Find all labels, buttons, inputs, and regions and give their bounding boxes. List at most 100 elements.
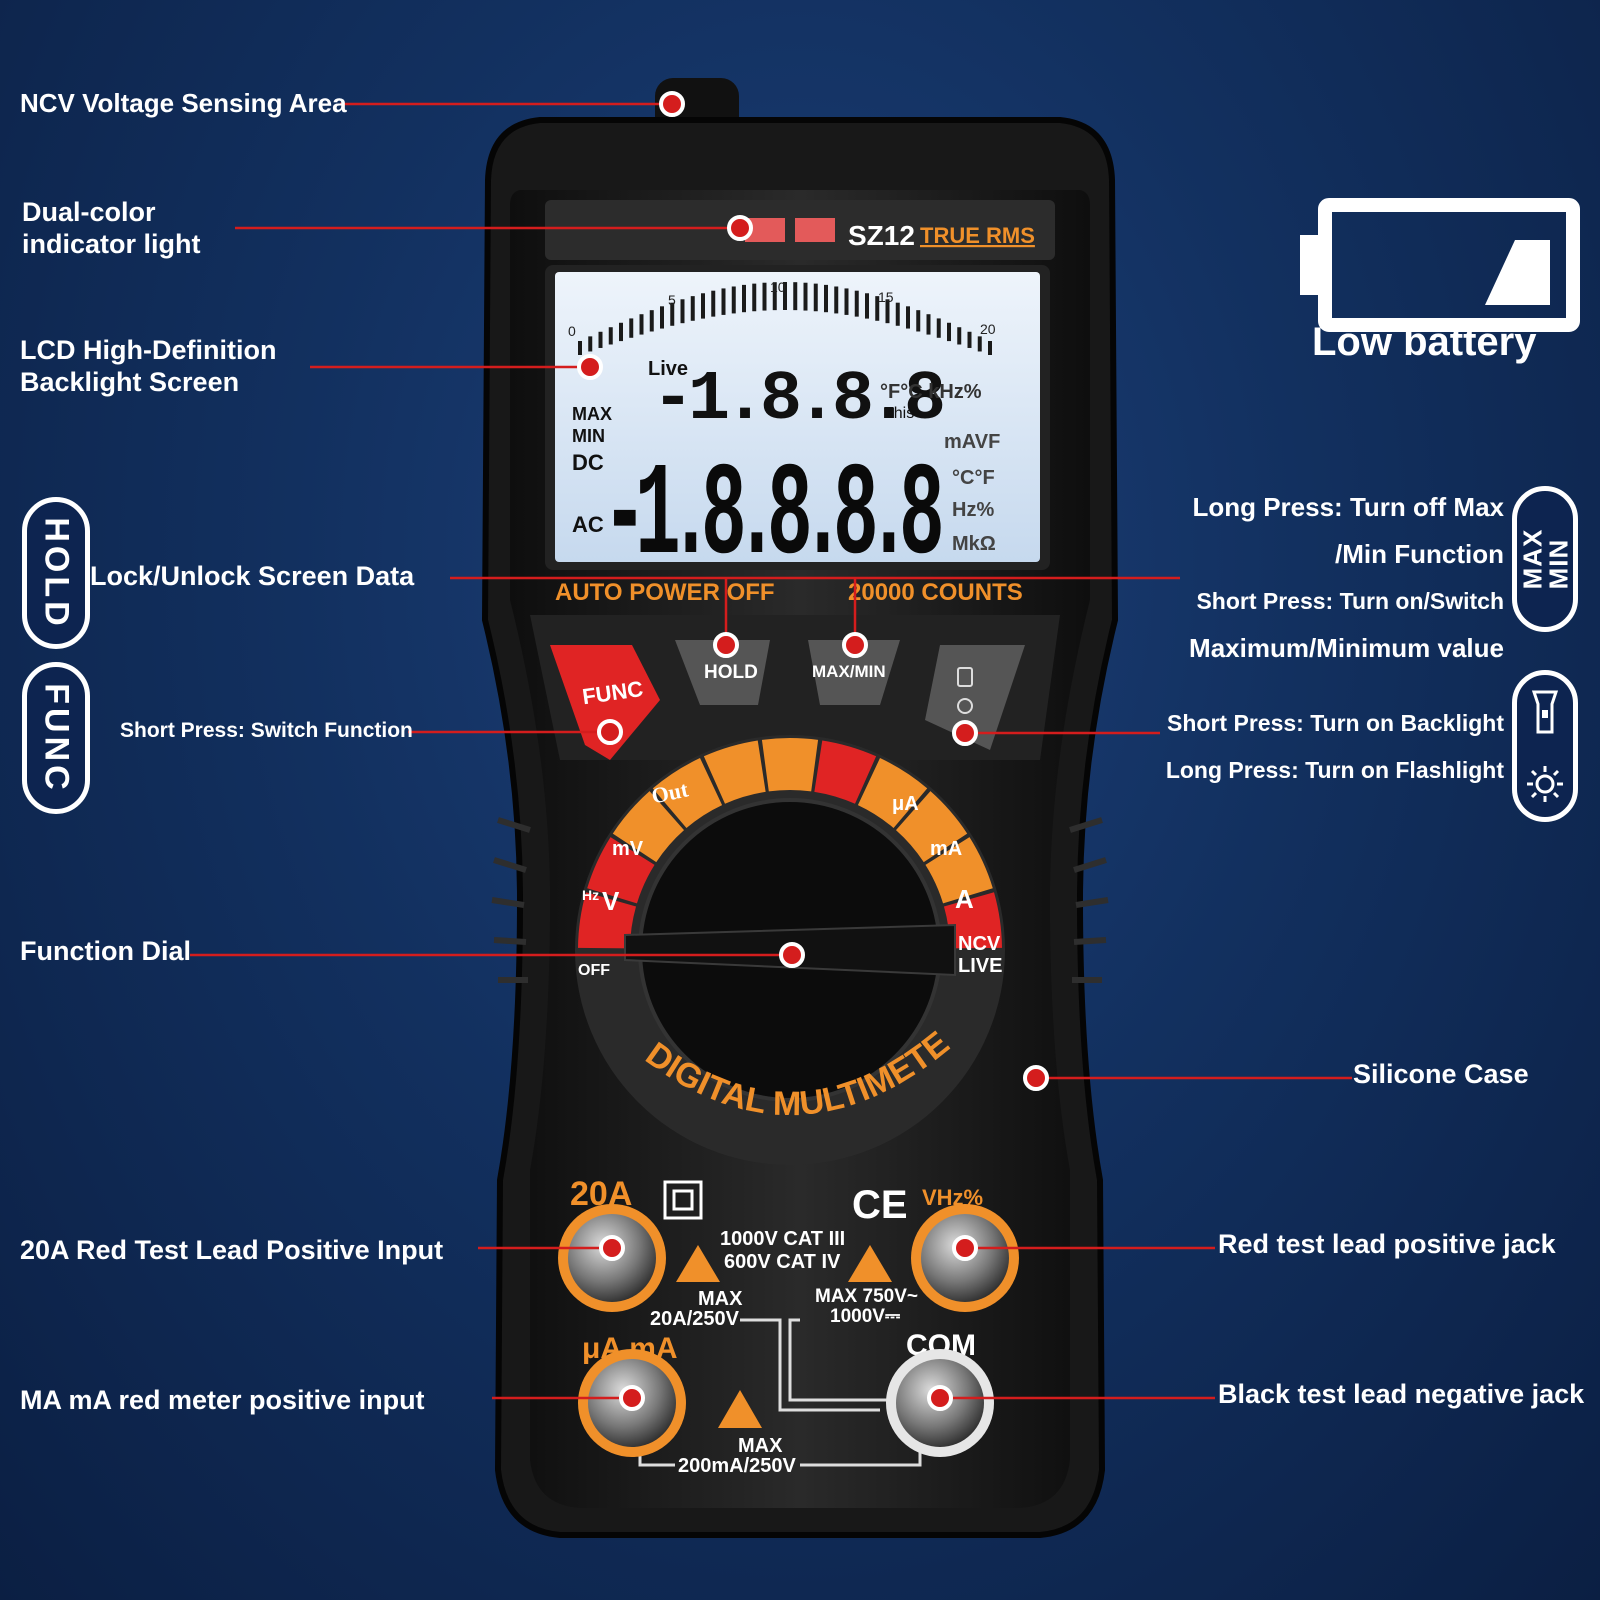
callout-target-dot: [659, 91, 685, 117]
leader-lines: [190, 102, 1352, 1400]
lcd-bar-tick: [772, 282, 777, 311]
counts-label: 20000 COUNTS: [848, 579, 1023, 606]
lcd-bar-tick: [793, 282, 798, 311]
lcd-bar-tick: [701, 293, 705, 319]
maxmin-badge-max: MAX: [1517, 528, 1547, 590]
sun-icon: [957, 698, 973, 714]
max-20a-value: 20A/250V: [650, 1308, 740, 1330]
true-rms-label: TRUE RMS: [920, 223, 1035, 248]
dial-segment: [943, 892, 1002, 949]
callout-black-jack: Black test lead negative jack: [1218, 1379, 1585, 1409]
max-ma-label: MAX: [738, 1435, 783, 1457]
indicator-light-green: [795, 218, 835, 242]
dial-segment: [895, 791, 968, 863]
lcd-top-digits: -1.8.8.8: [652, 361, 943, 440]
lcd-bar-tick: [834, 286, 839, 314]
lcd-dc-label: DC: [572, 450, 604, 475]
lcd-unit-2: °C°F: [952, 467, 995, 489]
callout-target-dot: [927, 1385, 953, 1411]
lcd-bar-tick: [680, 299, 685, 324]
dial-mv-label: mV: [612, 838, 644, 860]
warning-icon-2: [848, 1245, 892, 1282]
callout-backlight-line2: Long Press: Turn on Flashlight: [1165, 757, 1504, 783]
lcd-bar-tick: [967, 331, 972, 348]
lcd-bar-tick: [690, 296, 695, 321]
hold-badge-label: HOLD: [37, 516, 76, 630]
callout-maxmin-line4: Maximum/Minimum value: [1189, 633, 1504, 663]
lcd-bar-tick: [629, 318, 634, 338]
lcd-scale-15: 15: [878, 289, 894, 305]
callout-maxmin-line2: /Min Function: [1335, 539, 1504, 569]
callout-target-dot: [952, 1235, 978, 1261]
dial-segment: [925, 837, 993, 904]
backlight-button[interactable]: [925, 645, 1025, 750]
lcd-bar-tick: [803, 282, 808, 311]
lcd-bar-tick: [588, 336, 593, 352]
rating-label: 1000V CAT III: [720, 1228, 845, 1250]
lcd-bar-tick: [957, 327, 962, 345]
lcd-main-digits: -1.8.8.8.8: [602, 442, 941, 592]
lcd-bar-tick: [916, 310, 921, 332]
lcd-bar-tick: [885, 299, 890, 324]
lcd-bar-tick: [752, 283, 757, 312]
lcd-bar-tick: [977, 336, 982, 352]
maxmin-button-label: MAX/MIN: [812, 662, 886, 681]
lcd-bar-tick: [906, 306, 910, 329]
lcd-bar-tick: [711, 290, 716, 317]
ce-mark: CE: [852, 1183, 908, 1227]
lcd-bar-tick: [639, 314, 644, 335]
warning-icon-3: [718, 1390, 762, 1428]
sun-badge-icon: [1527, 766, 1563, 802]
dial-segment: [814, 740, 877, 804]
max-20a-label: MAX: [698, 1288, 743, 1310]
lcd-bar-tick: [670, 302, 675, 326]
callout-indicator-line1: Dual-color: [22, 197, 156, 227]
dial-a-label: A: [955, 884, 974, 914]
callout-target-dot: [597, 719, 623, 745]
low-battery-icon: [1300, 198, 1580, 332]
callout-target-dot: [599, 1235, 625, 1261]
dial-hz-label: Hz: [582, 887, 599, 903]
callout-ma: MA mA red meter positive input: [20, 1385, 425, 1415]
max-v2-label: 1000V⎓: [830, 1306, 900, 1327]
maxmin-badge-min: MIN: [1543, 538, 1573, 590]
func-button[interactable]: FUNC: [550, 645, 660, 760]
dial-segment: [612, 791, 685, 863]
callout-maxmin: Long Press: Turn off Max /Min Function S…: [1084, 484, 1504, 672]
lcd-bar-tick: [875, 296, 880, 321]
lcd-unit-top: °F°C kHz%: [880, 381, 982, 403]
callout-backlight: Short Press: Turn on Backlight Long Pres…: [1084, 700, 1504, 794]
callout-lcd: LCD High-Definition Backlight Screen: [20, 334, 276, 399]
max-ma-value: 200mA/250V: [678, 1455, 797, 1477]
callout-dots: [577, 91, 1049, 1411]
hold-button[interactable]: HOLD: [675, 640, 770, 705]
model-label: SZ12: [848, 220, 915, 251]
lcd-bar-tick: [742, 284, 746, 313]
lcd-bar-tick: [578, 341, 582, 355]
lcd-live-label: Live: [648, 358, 688, 380]
rating2-label: 600V CAT IV: [724, 1251, 841, 1273]
hold-button-label: HOLD: [704, 662, 758, 683]
callout-hold: Lock/Unlock Screen Data: [90, 561, 415, 591]
lcd-bar-tick: [660, 306, 664, 329]
lcd-bar-tick: [813, 283, 818, 312]
callout-maxmin-line3: Short Press: Turn on/Switch: [1196, 588, 1504, 614]
low-battery-label: Low battery: [1312, 320, 1537, 364]
dial-v-label: V: [602, 886, 620, 916]
callout-lcd-line2: Backlight Screen: [20, 367, 240, 398]
dial-segment: [652, 758, 723, 829]
callout-indicator: Dual-color indicator light: [22, 196, 201, 261]
maxmin-badge: MAX MIN: [1512, 486, 1578, 632]
callout-maxmin-line1: Long Press: Turn off Max: [1192, 492, 1504, 522]
double-insulation-icon: [663, 1180, 703, 1220]
callout-target-dot: [577, 354, 603, 380]
dial-live-label: LIVE: [958, 955, 1002, 977]
lcd-bar-tick: [865, 293, 869, 319]
dial-ma-label: mA: [930, 838, 962, 860]
lcd-min-label: MIN: [572, 426, 605, 446]
lcd-bar-tick: [783, 282, 787, 310]
hold-badge: HOLD: [22, 497, 90, 649]
lcd-scale-0: 0: [568, 323, 576, 339]
maxmin-button[interactable]: MAX/MIN: [808, 640, 900, 705]
